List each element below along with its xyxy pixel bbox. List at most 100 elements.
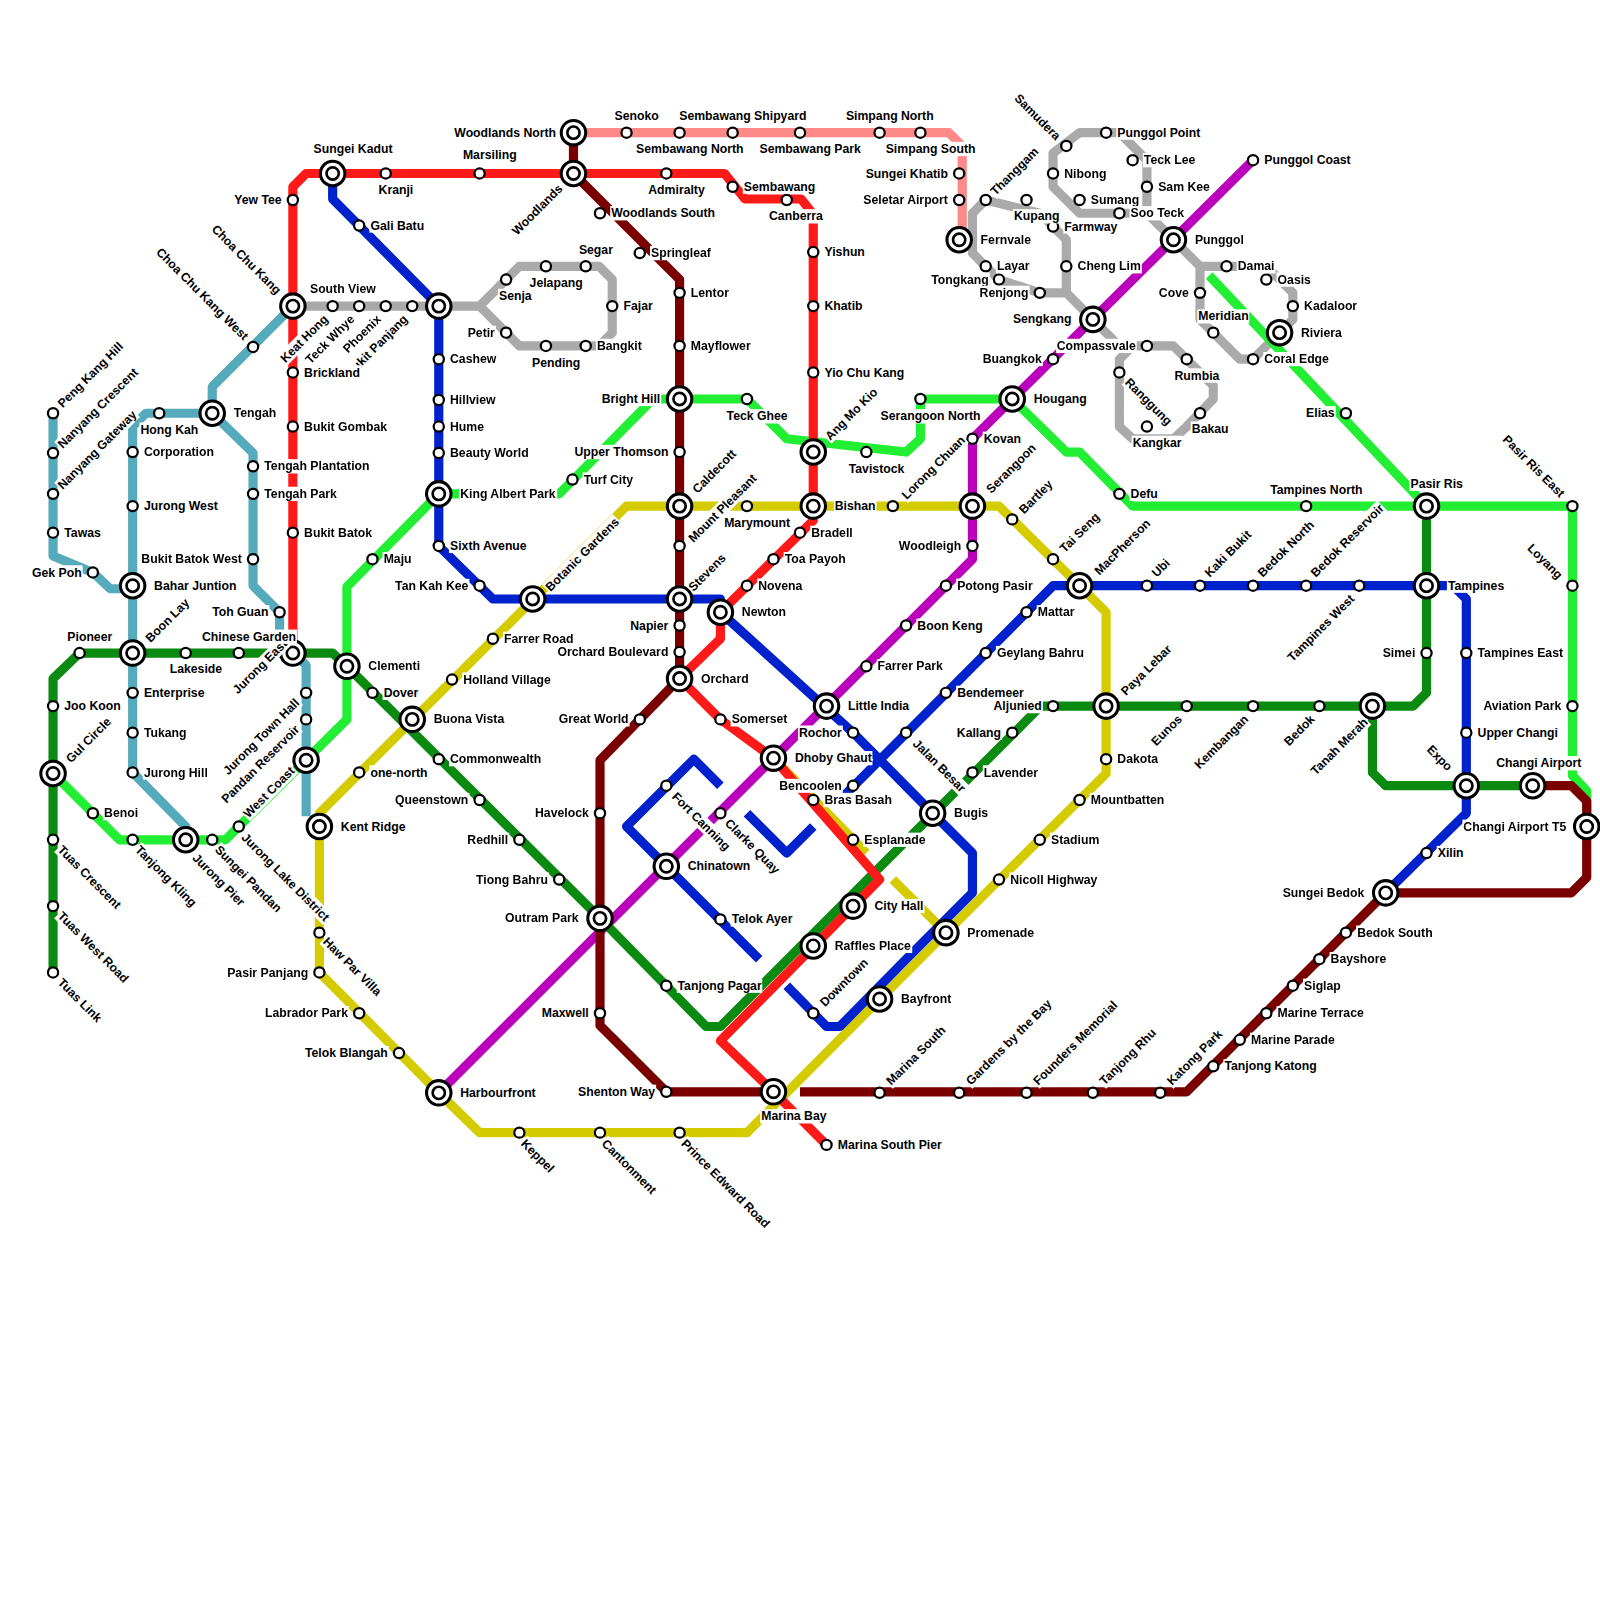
station-label: Cashew [449, 352, 497, 366]
station-label: Marina South Pier [837, 1138, 943, 1152]
station-label: Marymount [723, 515, 791, 529]
station-label: Lentor [690, 286, 730, 300]
station-label: Hougang [1033, 392, 1088, 406]
station-label: Redhill [466, 833, 509, 847]
station-label: Bradell [810, 526, 854, 540]
station-label: Yew Tee [233, 193, 282, 207]
station-label: Cove [1158, 286, 1190, 300]
station-label: Tengah [233, 406, 278, 420]
station-label: Marina South [883, 1022, 949, 1088]
station-label: Punggol [1194, 233, 1245, 247]
station-label: Bartley [1015, 476, 1056, 517]
station-label: Beauty World [449, 446, 530, 460]
station-label: Raffles Place [834, 939, 912, 953]
station-label: Oasis [1277, 272, 1312, 286]
station-label: Stadium [1050, 833, 1100, 847]
station-label: Kranji [378, 183, 415, 197]
station-label: Sumang [1090, 193, 1140, 207]
station-label: City Hall [873, 899, 924, 913]
station-label: Holland Village [462, 672, 552, 686]
station-label: Bayfront [900, 992, 952, 1006]
station-label: Sungei Bedok [1282, 886, 1366, 900]
station-label: Bukit Batok [303, 526, 373, 540]
station-label: Haw Par Villa [319, 934, 385, 1000]
station-label: Maju [383, 552, 413, 566]
station-label: Petir [467, 326, 496, 340]
station-label: Sembawang Park [758, 142, 861, 156]
station-label: Farrer Park [877, 659, 944, 673]
station-label: Tawas [63, 526, 102, 540]
station-label: Telok Blangah [304, 1046, 389, 1060]
station-label: Choa Chu Kang [208, 221, 284, 297]
station-label: Woodlands [508, 181, 566, 239]
station-label: Dover [383, 686, 420, 700]
station-label: Senja [498, 289, 533, 303]
station-label: Queenstown [394, 793, 470, 807]
station-label: Keppel [517, 1136, 557, 1176]
station-label: Tiong Bahru [475, 872, 549, 886]
station-label: Farmway [1063, 219, 1118, 233]
station-label: Defu [1130, 487, 1159, 501]
station-label: Dhoby Ghaut [794, 751, 873, 765]
station-label: Jelapang [529, 276, 584, 290]
station-label: Tan Kah Kee [394, 579, 469, 593]
station-label: Bukit Batok West [140, 552, 243, 566]
station-label: Commonwealth [449, 752, 542, 766]
station-label: Aljunied [992, 699, 1042, 713]
station-label: Woodlands North [453, 126, 557, 140]
station-label: Bright Hill [601, 392, 662, 406]
station-label: Bras Basah [823, 793, 892, 807]
station-label: Nanyang Gateway [54, 407, 140, 493]
station-label: Sixth Avenue [449, 539, 528, 553]
station-label: Bangkit [596, 339, 643, 353]
station-label: Tampines West [1284, 591, 1358, 665]
station-label: Woodlands South [610, 206, 716, 220]
station-label: Novena [757, 579, 803, 593]
station-label: Maxwell [541, 1006, 590, 1020]
station-label: Clementi [367, 659, 421, 673]
station-label: Yishun [823, 245, 865, 259]
station-label: Chinese Garden [201, 630, 297, 644]
station-label: Simpang North [845, 109, 935, 123]
station-label: Sungei Khatib [865, 166, 949, 180]
station-label: Marine Terrace [1277, 1006, 1365, 1020]
station-label: Cheng Lim [1077, 259, 1142, 273]
station-label: Tanjong Kling [132, 842, 201, 911]
station-label: Kovan [983, 432, 1022, 446]
station-label: Tampines North [1269, 483, 1363, 497]
station-label: Teck Lee [1143, 153, 1197, 167]
station-label: Compassvale [1056, 339, 1137, 353]
station-label: Kupang [1013, 209, 1061, 223]
station-label: Bedok [1280, 711, 1318, 749]
station-label: Changi Airport T5 [1462, 819, 1567, 833]
station-label: Outram Park [504, 911, 580, 925]
station-label: Xilin [1437, 846, 1465, 860]
station-label: Labrador Park [264, 1006, 349, 1020]
station-label: Aviation Park [1482, 699, 1562, 713]
station-label: Kallang [956, 726, 1002, 740]
station-label: Soo Teck [1130, 206, 1186, 220]
station-label: Boon Keng [916, 618, 983, 632]
station-label: Gek Poh [31, 565, 83, 579]
station-label: King Albert Park [459, 487, 557, 501]
station-label: Punggol Coast [1263, 153, 1351, 167]
station-label: Boon Lay [142, 595, 193, 646]
station-label: Botanic Gardens [542, 514, 623, 595]
station-label: Changi Airport [1495, 756, 1582, 770]
station-label: Corporation [143, 445, 215, 459]
station-label: Somerset [731, 712, 789, 726]
station-label: Rochor [798, 726, 843, 740]
station-label: Upper Thomson [573, 445, 669, 459]
station-label: Hillview [449, 393, 497, 407]
station-label: Serangoon [983, 440, 1040, 497]
station-label: Buona Vista [433, 712, 506, 726]
station-label: Meridian [1197, 309, 1249, 323]
station-label: Esplanade [863, 833, 926, 847]
station-label: Pasir Ris [1409, 477, 1463, 491]
station-label: Expo [1423, 742, 1456, 775]
station-label: Kaki Bukit [1201, 527, 1255, 581]
station-label: Bendemeer [956, 686, 1025, 700]
station-label: Tai Seng [1056, 509, 1103, 556]
